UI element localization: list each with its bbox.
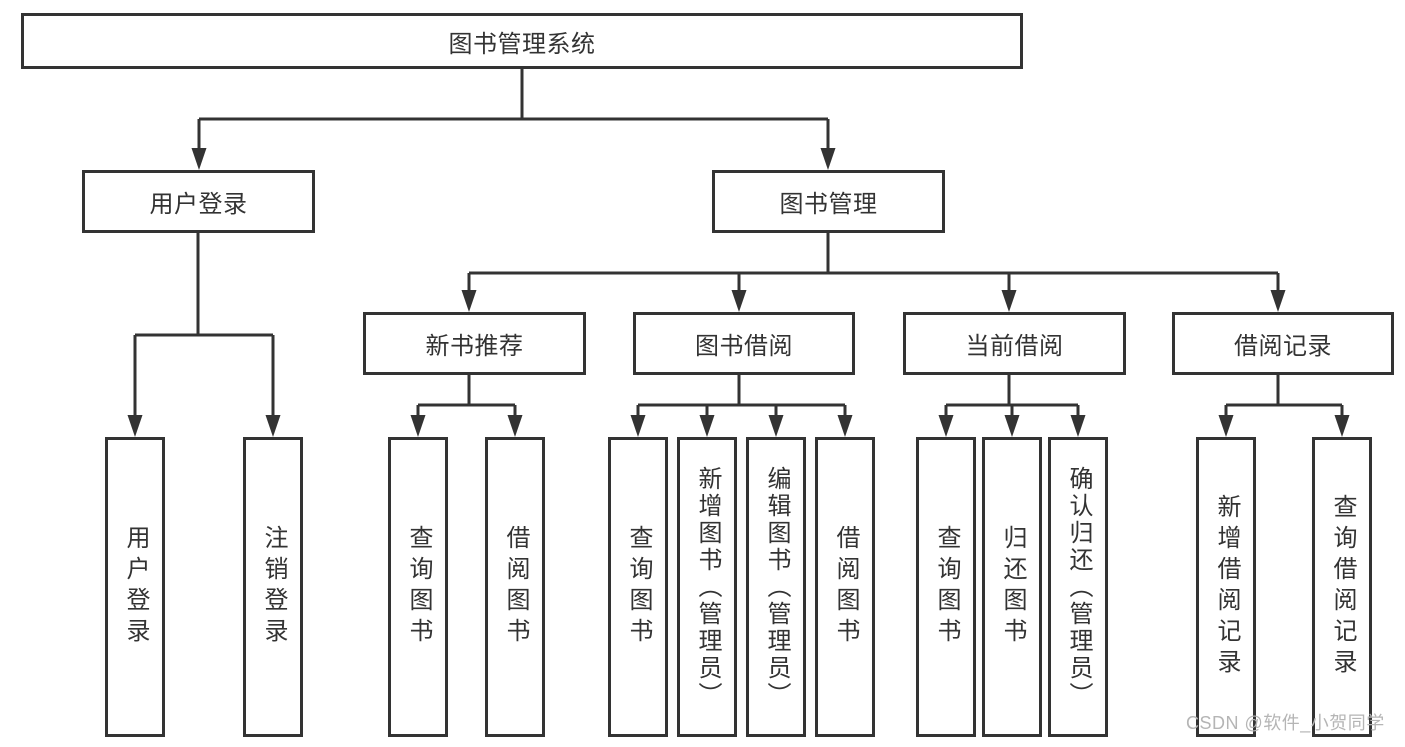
connector-root-to-branches (191, 69, 836, 170)
leaf-node-confirm-return-admin: 确认归还（管理员） (1048, 437, 1108, 737)
leaf-node-label: 新增借阅记录 (1213, 494, 1240, 680)
leaf-node-query-books-current: 查询图书 (916, 437, 976, 737)
leaf-node-label: 借阅图书 (502, 525, 529, 649)
leaf-node-logout: 注销登录 (243, 437, 303, 737)
leaf-node-add-book-admin: 新增图书（管理员） (677, 437, 737, 737)
root-node-label: 图书管理系统 (448, 30, 596, 58)
section-node-new-book-recommend: 新书推荐 (363, 312, 586, 375)
leaf-node-label: 注销登录 (260, 525, 287, 649)
branch-node-user-login: 用户登录 (82, 170, 315, 233)
branch-node-label: 用户登录 (149, 191, 248, 218)
section-node-book-borrow: 图书借阅 (633, 312, 855, 375)
connector-borrow-records-to-leaves (1218, 375, 1350, 437)
leaf-node-label: 归还图书 (999, 525, 1026, 649)
leaf-node-label: 确认归还（管理员） (1065, 465, 1092, 709)
leaf-node-return-book: 归还图书 (982, 437, 1042, 737)
connector-book-borrow-to-leaves (630, 375, 853, 437)
leaf-node-borrow-books-recommend: 借阅图书 (485, 437, 545, 737)
root-node-library-system: 图书管理系统 (21, 13, 1023, 69)
leaf-node-label: 查询图书 (625, 525, 652, 649)
section-node-current-borrow: 当前借阅 (903, 312, 1126, 375)
section-node-borrow-records: 借阅记录 (1172, 312, 1394, 375)
leaf-node-label: 借阅图书 (832, 525, 859, 649)
connector-new-book-recommend-to-leaves (410, 375, 523, 437)
connector-book-management-to-sections (461, 233, 1286, 312)
leaf-node-query-borrow-record: 查询借阅记录 (1312, 437, 1372, 737)
section-node-label: 当前借阅 (965, 333, 1064, 360)
leaf-node-borrow-books: 借阅图书 (815, 437, 875, 737)
section-node-label: 图书借阅 (695, 333, 793, 360)
leaf-node-add-borrow-record: 新增借阅记录 (1196, 437, 1256, 737)
branch-node-book-management: 图书管理 (712, 170, 945, 233)
leaf-node-label: 查询图书 (933, 525, 960, 649)
leaf-node-label: 用户登录 (122, 525, 149, 649)
leaf-node-label: 查询借阅记录 (1329, 494, 1356, 680)
leaf-node-edit-book-admin: 编辑图书（管理员） (746, 437, 806, 737)
csdn-watermark: CSDN @软件_小贺同学 (1186, 713, 1385, 733)
leaf-node-user-login: 用户登录 (105, 437, 165, 737)
section-node-label: 借阅记录 (1234, 333, 1332, 360)
branch-node-label: 图书管理 (779, 191, 878, 218)
leaf-node-label: 新增图书（管理员） (694, 465, 721, 709)
leaf-node-label: 查询图书 (405, 525, 432, 649)
connector-current-borrow-to-leaves (938, 375, 1086, 437)
connector-user-login-to-leaves (127, 233, 281, 437)
leaf-node-label: 编辑图书（管理员） (763, 465, 790, 709)
leaf-node-query-books-borrow: 查询图书 (608, 437, 668, 737)
leaf-node-query-books-recommend: 查询图书 (388, 437, 448, 737)
section-node-label: 新书推荐 (425, 333, 524, 360)
